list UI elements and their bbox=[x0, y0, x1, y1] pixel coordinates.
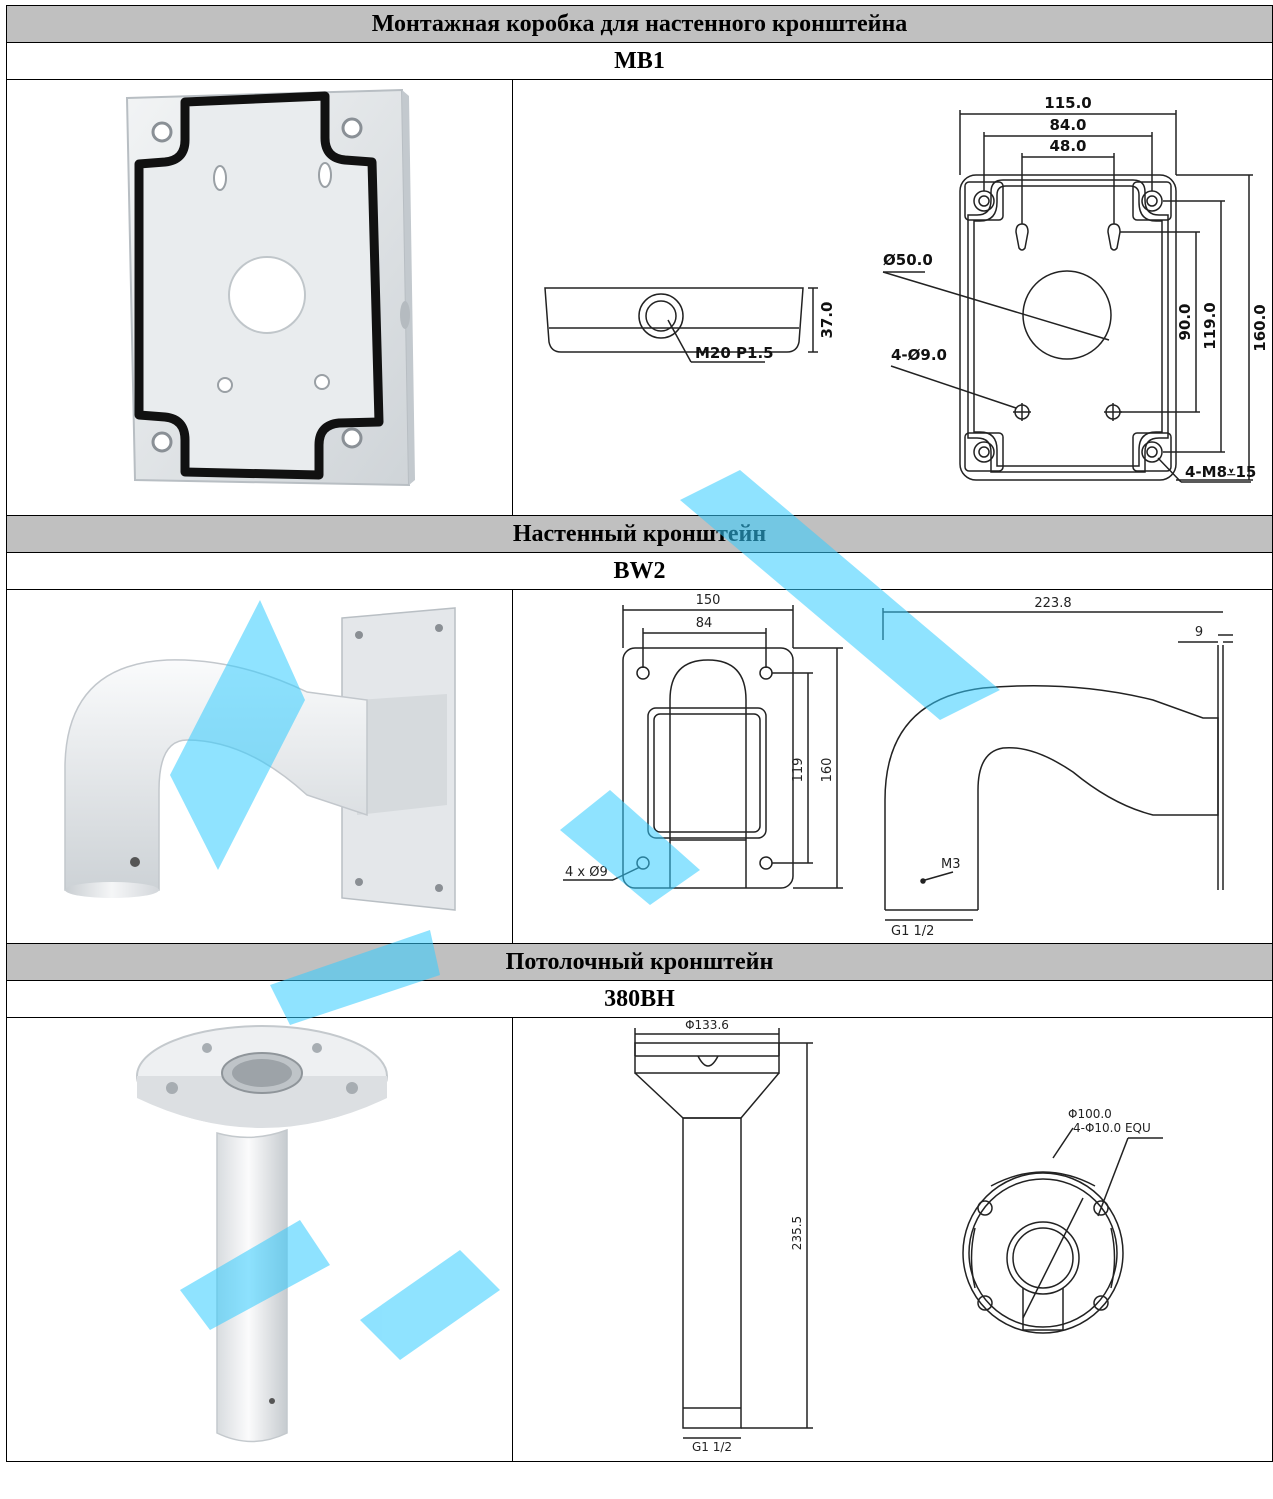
dim-label: 9 bbox=[1195, 625, 1203, 640]
dim-label: 115.0 bbox=[1044, 94, 1091, 112]
dim-label: 90.0 bbox=[1176, 303, 1194, 340]
product-photo-cell bbox=[6, 79, 513, 516]
technical-drawing-cell: 150 84 119 160 4 x Ø9 223.8 9 M3 G1 1/2 bbox=[512, 589, 1273, 944]
dim-label: Φ133.6 bbox=[685, 1018, 729, 1032]
dim-label: 4 x Ø9 bbox=[565, 865, 608, 880]
dim-label: 4-Ø9.0 bbox=[891, 346, 947, 364]
wall-bracket-photo bbox=[64, 607, 456, 911]
dim-label: 84.0 bbox=[1049, 116, 1086, 134]
dim-label: 160 bbox=[820, 758, 835, 783]
dim-label: Φ100.0 bbox=[1068, 1107, 1112, 1121]
model-name: MB1 bbox=[6, 42, 1273, 80]
dim-label: 119.0 bbox=[1201, 302, 1219, 349]
model-name: BW2 bbox=[6, 552, 1273, 590]
section-title: Потолочный кронштейн bbox=[6, 943, 1273, 981]
dim-label: G1 1/2 bbox=[891, 924, 934, 938]
technical-drawing-cell: 115.0 84.0 48.0 Ø50.0 4-Ø9.0 37.0 M20 P1… bbox=[512, 79, 1273, 516]
model-name: 380BH bbox=[6, 980, 1273, 1018]
dim-label: 84 bbox=[696, 616, 713, 631]
junction-box-photo bbox=[125, 88, 415, 487]
spec-table: Монтажная коробка для настенного кронште… bbox=[6, 5, 1273, 1462]
junction-box-drawing: 115.0 84.0 48.0 Ø50.0 4-Ø9.0 37.0 M20 P1… bbox=[544, 94, 1269, 483]
dim-label: 160.0 bbox=[1251, 304, 1269, 351]
product-photo-cell bbox=[6, 1017, 513, 1462]
technical-drawing-cell: Φ133.6 235.5 G1 1/2 Φ100.0 4-Φ10.0 EQU bbox=[512, 1017, 1273, 1462]
wall-bracket-drawing: 150 84 119 160 4 x Ø9 223.8 9 M3 G1 1/2 bbox=[563, 593, 1233, 939]
ceiling-mount-photo bbox=[136, 1025, 388, 1443]
dim-label: 4-Φ10.0 EQU bbox=[1073, 1121, 1151, 1135]
dim-label: M3 bbox=[941, 857, 961, 872]
dim-label: 37.0 bbox=[818, 301, 836, 338]
product-photo-cell bbox=[6, 589, 513, 944]
dim-label: M20 P1.5 bbox=[695, 344, 774, 362]
dim-label: 150 bbox=[696, 593, 721, 608]
dim-label: G1 1/2 bbox=[692, 1440, 732, 1454]
section-title: Настенный кронштейн bbox=[6, 515, 1273, 553]
dim-label: 223.8 bbox=[1034, 596, 1071, 611]
dim-label: 4-M8⩡15 bbox=[1185, 463, 1256, 481]
dim-label: Ø50.0 bbox=[883, 251, 933, 269]
dim-label: 119 bbox=[791, 758, 806, 783]
dim-label: 48.0 bbox=[1049, 137, 1086, 155]
section-title: Монтажная коробка для настенного кронште… bbox=[6, 5, 1273, 43]
ceiling-mount-drawing: Φ133.6 235.5 G1 1/2 Φ100.0 4-Φ10.0 EQU bbox=[634, 1018, 1163, 1454]
dim-label: 235.5 bbox=[790, 1216, 804, 1250]
